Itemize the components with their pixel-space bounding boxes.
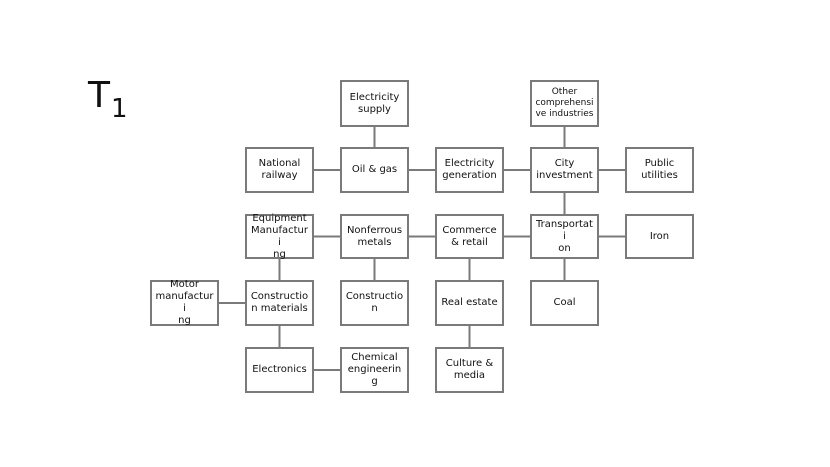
node-electricity-generation: Electricity generation [435, 147, 504, 193]
node-public-utilities: Public utilities [625, 147, 694, 193]
node-construction: Constructio n [340, 280, 409, 326]
node-electronics: Electronics [245, 347, 314, 393]
node-oil-gas: Oil & gas [340, 147, 409, 193]
node-equipment-manufacturing: Equipment Manufacturi ng [245, 213, 314, 260]
title-letter: T [88, 75, 110, 116]
node-iron: Iron [625, 214, 694, 259]
title-subscript: 1 [111, 94, 128, 124]
node-real-estate: Real estate [435, 280, 504, 326]
node-city-investment: City investment [530, 147, 599, 193]
node-nonferrous-metals: Nonferrous metals [340, 214, 409, 259]
node-national-railway: National railway [245, 147, 314, 193]
node-motor-manufacturing: Motor manufacturi ng [150, 279, 219, 326]
node-other-comprehensive-industries: Other comprehensi ve industries [530, 80, 599, 127]
node-electricity-supply: Electricity supply [340, 80, 409, 127]
node-chemical-engineering: Chemical engineering [340, 347, 409, 393]
node-coal: Coal [530, 280, 599, 326]
node-transportation: Transportati on [530, 214, 599, 259]
node-commerce-retail: Commerce & retail [435, 214, 504, 259]
node-construction-materials: Constructio n materials [245, 280, 314, 326]
node-culture-media: Culture & media [435, 347, 504, 393]
diagram-title: T1 [88, 75, 128, 123]
